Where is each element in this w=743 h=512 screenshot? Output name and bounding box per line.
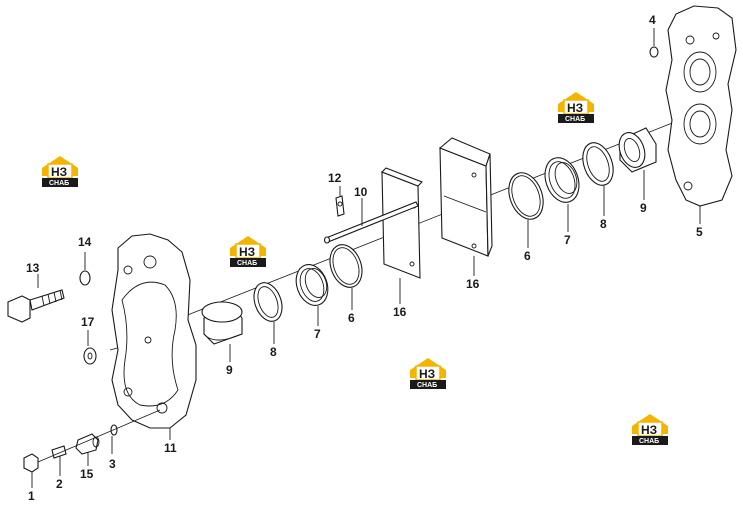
left-ring-6 — [329, 244, 363, 288]
callout-6-left: 6 — [348, 311, 355, 325]
right-seal-8 — [582, 142, 614, 186]
retaining-clip — [335, 195, 345, 217]
svg-text:СНАБ: СНАБ — [237, 260, 257, 267]
callout-3: 3 — [109, 457, 116, 471]
callout-17: 17 — [81, 315, 95, 329]
svg-text:СНАБ: СНАБ — [639, 438, 659, 445]
right-dust-boot-7 — [544, 157, 580, 203]
leader-lines — [31, 28, 701, 488]
svg-text:НЗ: НЗ — [641, 423, 657, 437]
watermark-logo-4: НЗ СНАБ — [410, 358, 446, 389]
callouts: 1 2 3 15 11 9 8 7 6 16 17 13 14 12 10 16… — [26, 13, 703, 503]
washer-17 — [83, 347, 97, 365]
svg-text:СНАБ: СНАБ — [417, 382, 437, 389]
callout-7-right: 7 — [564, 233, 571, 247]
callout-7-left: 7 — [314, 327, 321, 341]
right-caliper-housing — [665, 5, 737, 207]
callout-8-left: 8 — [270, 345, 277, 359]
svg-text:НЗ: НЗ — [239, 245, 255, 259]
callout-12: 12 — [328, 171, 342, 185]
right-brake-pad — [438, 137, 493, 257]
left-caliper-housing — [111, 233, 197, 429]
callout-14: 14 — [78, 235, 92, 249]
callout-13: 13 — [26, 261, 40, 275]
right-piston — [618, 127, 657, 173]
washer-14 — [79, 270, 91, 286]
left-dust-boot-7 — [295, 264, 329, 306]
watermark-logo-1: НЗ СНАБ — [42, 156, 78, 187]
callout-6-right: 6 — [524, 249, 531, 263]
svg-text:НЗ: НЗ — [419, 367, 435, 381]
washer-4 — [649, 46, 659, 58]
callout-8-right: 8 — [600, 217, 607, 231]
bleeder-cap — [23, 453, 39, 473]
callout-16-left: 16 — [393, 305, 407, 319]
bolt — [7, 289, 65, 323]
callout-4: 4 — [649, 13, 656, 27]
left-piston — [201, 301, 243, 345]
svg-text:СНАБ: СНАБ — [49, 180, 69, 187]
svg-text:НЗ: НЗ — [567, 101, 583, 115]
callout-11: 11 — [164, 441, 177, 455]
callout-9-right: 9 — [640, 201, 647, 215]
watermark-logo-2: НЗ СНАБ — [230, 236, 266, 267]
svg-text:СНАБ: СНАБ — [565, 116, 585, 123]
bleeder-screw — [51, 445, 67, 459]
retaining-pin — [323, 201, 419, 244]
left-seal-8 — [253, 282, 283, 322]
right-ring-6 — [508, 172, 544, 220]
left-brake-pad — [381, 167, 423, 279]
watermark-logo-3: НЗ СНАБ — [558, 92, 594, 123]
callout-5: 5 — [696, 225, 703, 239]
callout-9-left: 9 — [226, 363, 233, 377]
watermark-logo-5: НЗ СНАБ — [632, 414, 668, 445]
bleeder-axis — [37, 409, 161, 463]
callout-16-right: 16 — [466, 277, 480, 291]
callout-15: 15 — [80, 467, 94, 481]
svg-text:НЗ: НЗ — [51, 165, 67, 179]
callout-2: 2 — [56, 477, 63, 491]
callout-1: 1 — [28, 489, 35, 503]
callout-10: 10 — [354, 185, 368, 199]
